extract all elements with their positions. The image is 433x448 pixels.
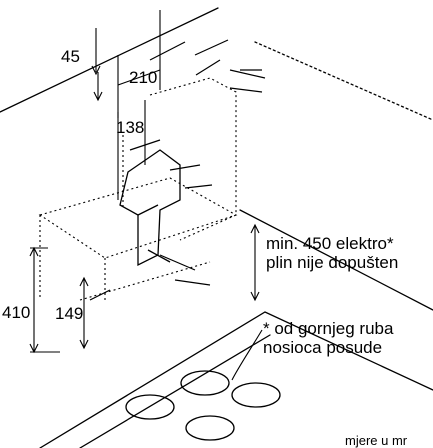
- dim-label-149: 149: [55, 304, 84, 323]
- burner: [231, 382, 281, 408]
- footnote-leader: [231, 329, 263, 381]
- wall-top-edge: [254, 41, 433, 121]
- chimney-bracket: [119, 149, 181, 267]
- dim-label-210: 210: [129, 68, 158, 87]
- dim-label-138: 138: [116, 118, 145, 137]
- screws: [89, 39, 266, 301]
- ceiling-line: [0, 7, 219, 113]
- hood-canopy-outline: [38, 177, 238, 259]
- dim-label-45: 45: [61, 47, 80, 66]
- cooktop-outline: [39, 311, 433, 448]
- min-distance-note: min. 450 elektro* plin nije dopušten: [266, 234, 399, 273]
- chimney-outline: [149, 77, 237, 241]
- burner: [125, 394, 175, 420]
- wall-edge: [239, 209, 433, 311]
- burner: [185, 415, 235, 441]
- footnote-text: * od gornjeg ruba nosioca posude: [263, 319, 394, 358]
- units-caption: mjere u mr: [345, 433, 408, 448]
- burner: [180, 370, 230, 396]
- dim-label-410: 410: [2, 303, 31, 322]
